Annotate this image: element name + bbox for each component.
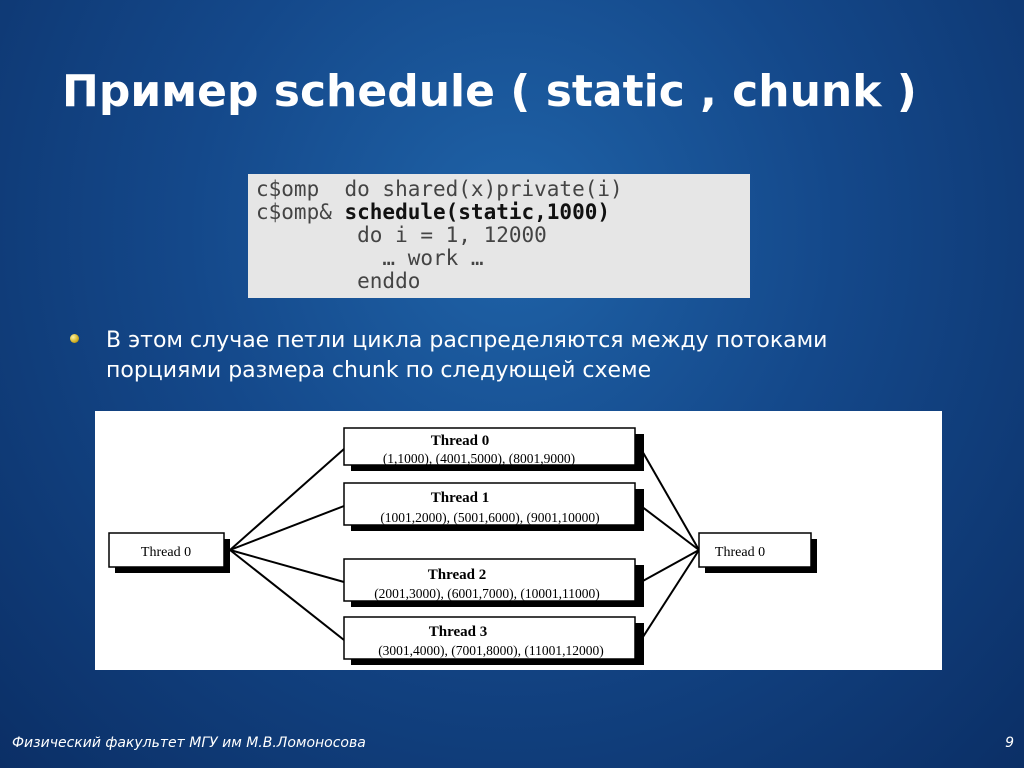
fork-line-0 <box>229 448 345 551</box>
thread-node-2: Thread 2 (2001,3000), (6001,7000), (1000… <box>343 558 644 607</box>
thread-node-0-ranges: (1,1000), (4001,5000), (8001,9000) <box>383 451 575 466</box>
schedule-diagram: Thread 0 Thread 0 Thread 0 (1,1000), (40… <box>95 411 942 670</box>
fork-line-2 <box>229 549 345 583</box>
bullet-icon <box>70 334 79 343</box>
end-node-box <box>698 532 812 568</box>
fork-line-1 <box>229 505 345 551</box>
join-line-1 <box>640 505 700 551</box>
join-line-3 <box>640 549 700 641</box>
schedule-diagram-svg: Thread 0 Thread 0 Thread 0 (1,1000), (40… <box>108 427 817 665</box>
thread-node-2-name: Thread 2 <box>428 567 486 583</box>
thread-node-3-box <box>343 616 636 660</box>
end-node: Thread 0 <box>698 532 817 573</box>
join-line-2 <box>640 549 700 583</box>
thread-node-0: Thread 0 (1,1000), (4001,5000), (8001,90… <box>343 427 644 471</box>
fork-line-3 <box>229 549 345 641</box>
code-block: c$omp do shared(x)private(i) c$omp& sche… <box>248 174 750 298</box>
slide-title: Пример schedule ( static , chunk ) <box>62 66 917 117</box>
start-node-box <box>108 532 225 568</box>
footer-institution: Физический факультет МГУ им М.В.Ломоносо… <box>12 735 366 751</box>
thread-node-1-box <box>343 482 636 526</box>
thread-node-1-name: Thread 1 <box>431 490 489 506</box>
thread-node-0-box <box>343 427 636 466</box>
thread-node-0-name: Thread 0 <box>431 433 489 449</box>
code-line-3: do i = 1, 12000 <box>256 223 547 247</box>
code-line-2-prefix: c$omp& <box>256 200 332 224</box>
thread-node-2-box <box>343 558 636 602</box>
start-node-label: Thread 0 <box>141 545 191 560</box>
thread-node-1: Thread 1 (1001,2000), (5001,6000), (9001… <box>343 482 644 531</box>
start-node: Thread 0 <box>108 532 230 573</box>
end-node-label: Thread 0 <box>715 545 765 560</box>
bullet-text: В этом случае петли цикла распределяются… <box>106 328 828 383</box>
fork-connectors <box>229 448 345 641</box>
thread-node-3: Thread 3 (3001,4000), (7001,8000), (1100… <box>343 616 644 665</box>
join-line-0 <box>640 448 700 551</box>
code-line-2-schedule: schedule(static,1000) <box>331 200 611 224</box>
code-line-4: … work … <box>256 246 484 270</box>
page-number: 9 <box>1005 735 1014 751</box>
thread-node-3-name: Thread 3 <box>429 624 487 640</box>
code-line-2: c$omp& schedule(static,1000) <box>256 201 742 224</box>
join-connectors <box>640 448 700 641</box>
thread-node-1-ranges: (1001,2000), (5001,6000), (9001,10000) <box>380 510 599 525</box>
code-line-5: enddo <box>256 269 421 293</box>
thread-node-2-ranges: (2001,3000), (6001,7000), (10001,11000) <box>374 586 600 601</box>
code-line-1: c$omp do shared(x)private(i) <box>256 177 623 201</box>
thread-node-3-ranges: (3001,4000), (7001,8000), (11001,12000) <box>378 643 604 658</box>
